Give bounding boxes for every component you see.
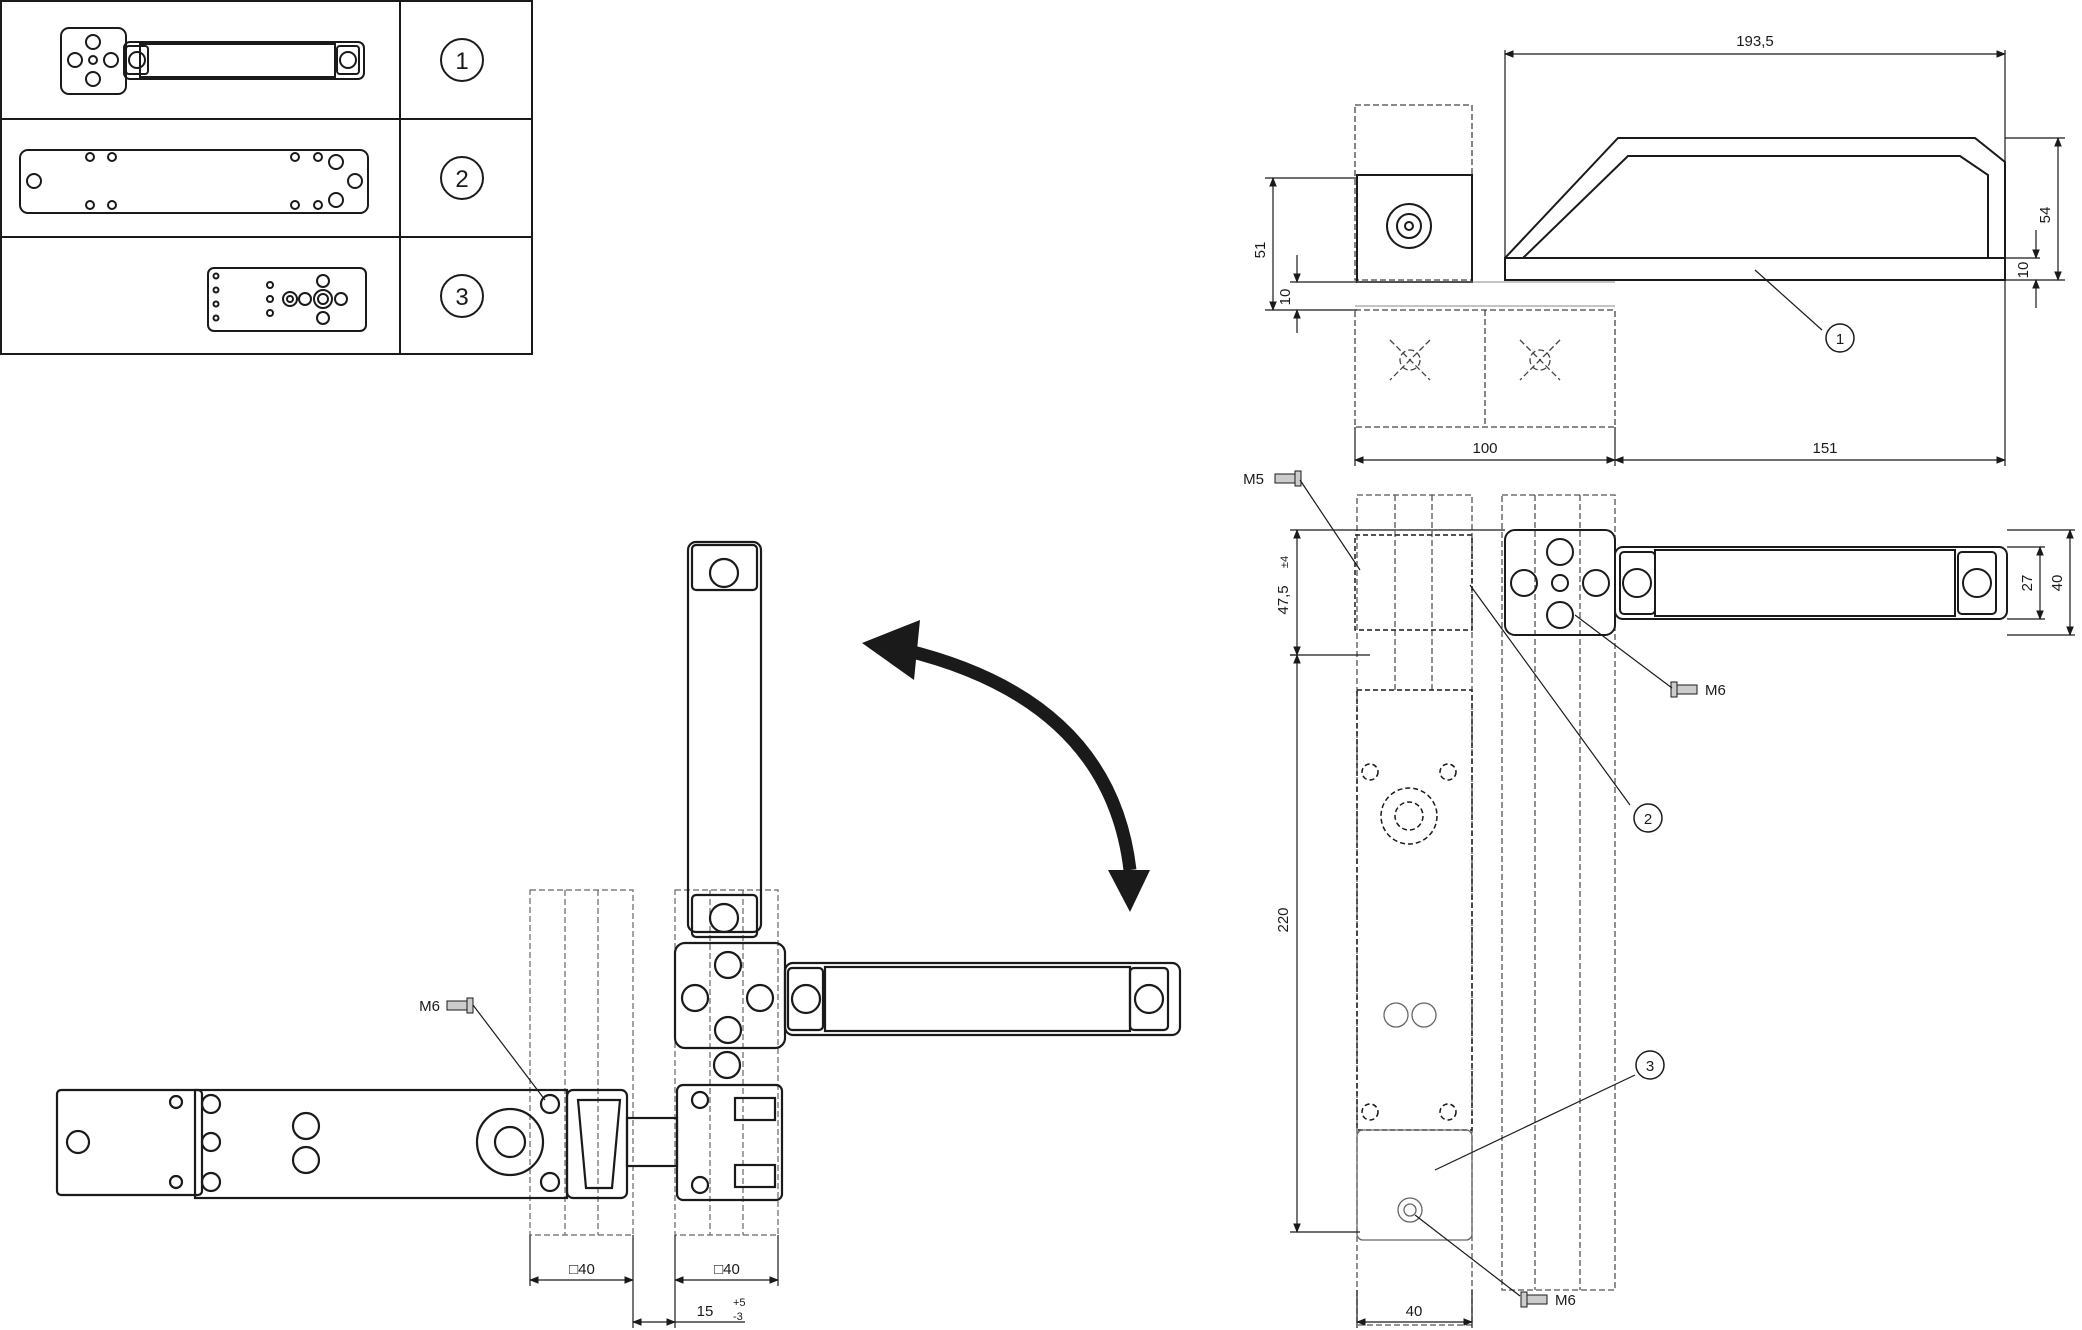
dim-profile-b-label: □40 [714, 1261, 740, 1278]
dim-plate-thickness-right [2005, 230, 2040, 308]
screw-m5-leader [1299, 479, 1361, 571]
dim-handle-depth-label: 27 [2019, 575, 2036, 592]
dim-profile-b [674, 1235, 779, 1328]
dim-handle-length-label: 151 [1812, 440, 1837, 457]
side-view-handle [1504, 137, 2006, 281]
parts-legend-table [0, 0, 533, 355]
dim-vertical-offset-tol: ±4 [1279, 556, 1291, 568]
front-view-handle [1504, 529, 2008, 636]
dim-gap-tol-lower: -3 [733, 1311, 743, 1323]
dim-profile-a-label: □40 [569, 1261, 595, 1278]
front-view-profiles [1356, 494, 1616, 1326]
assembly-profiles [529, 889, 779, 1236]
legend-thumb-handle [60, 27, 365, 95]
dim-handle-depth [2007, 546, 2045, 620]
dim-switch-length [1290, 654, 1360, 1233]
dim-body-height [1265, 177, 1357, 311]
dim-plate-thickness-right-label: 10 [2015, 262, 2032, 279]
legend-thumb-mounting-plate [19, 149, 369, 214]
dim-gap-label: 15 [697, 1303, 714, 1320]
svg-text:3: 3 [1646, 1058, 1654, 1075]
dim-plate-width [2007, 529, 2075, 636]
svg-text:3: 3 [455, 284, 468, 311]
legend-callout-1: 1 [440, 38, 484, 82]
dim-switch-length-label: 220 [1275, 907, 1292, 932]
screw-m6-left-leader [472, 1004, 546, 1101]
callout-3-leader: 3 [1434, 1050, 1665, 1171]
callout-2-leader: 2 [1469, 584, 1663, 833]
screw-m5-label: M5 [1243, 471, 1264, 488]
screw-m6-right-leader [1574, 614, 1673, 689]
dim-plate-width-label: 40 [2049, 575, 2066, 592]
screw-m6-right-icon [1670, 681, 1698, 698]
svg-text:2: 2 [455, 166, 468, 193]
dim-vertical-offset-label: 47,5 [1275, 585, 1292, 614]
dim-plate-thickness-left-label: 10 [1277, 289, 1294, 306]
dim-vertical-offset [1290, 529, 1505, 656]
dim-body-height-label: 51 [1252, 242, 1269, 259]
dim-total-height-label: 54 [2037, 207, 2054, 224]
side-view-plate-lines [1355, 281, 1615, 307]
assembly-handle-vertical [686, 540, 763, 939]
svg-text:1: 1 [1836, 331, 1844, 348]
dim-gap [632, 1286, 745, 1328]
side-view-switch-body [1356, 174, 1473, 283]
front-view-switch-plate [1356, 1002, 1473, 1241]
dim-handle-length [1614, 280, 2006, 466]
svg-text:1: 1 [455, 48, 468, 75]
dim-total-height [2005, 137, 2065, 281]
legend-thumb-switch-plate [207, 267, 367, 332]
callout-1-leader: 1 [1754, 269, 1855, 353]
assembly-handle-horizontal [673, 941, 1182, 1080]
legend-callout-2: 2 [440, 156, 484, 200]
svg-text:2: 2 [1644, 811, 1652, 828]
assembly-switch [55, 1083, 784, 1202]
dim-overall-length [1504, 50, 2006, 258]
screw-m5-icon [1274, 470, 1302, 487]
dim-profile-width-bottom [1356, 1290, 1473, 1328]
screw-m6-bottom-label: M6 [1555, 1292, 1576, 1309]
curved-double-arrow-icon [862, 620, 1150, 912]
screw-m6-left-label: M6 [419, 998, 440, 1015]
dim-plate-thickness-left [1290, 255, 1357, 333]
screw-m6-right-label: M6 [1705, 682, 1726, 699]
front-view-switch [1354, 534, 1473, 1131]
dim-profile-width-bottom-label: 40 [1406, 1303, 1423, 1320]
screw-m6-bottom-leader [1414, 1214, 1521, 1297]
side-view-profiles [1354, 104, 1616, 428]
dim-overall-length-label: 193,5 [1736, 33, 1774, 50]
screw-m6-bottom-icon [1520, 1291, 1548, 1308]
dim-gap-tol-upper: +5 [733, 1297, 746, 1309]
dim-switch-width-label: 100 [1472, 440, 1497, 457]
dim-profile-a [529, 1235, 634, 1286]
legend-callout-3: 3 [440, 274, 484, 318]
screw-m6-left-icon [446, 997, 474, 1014]
